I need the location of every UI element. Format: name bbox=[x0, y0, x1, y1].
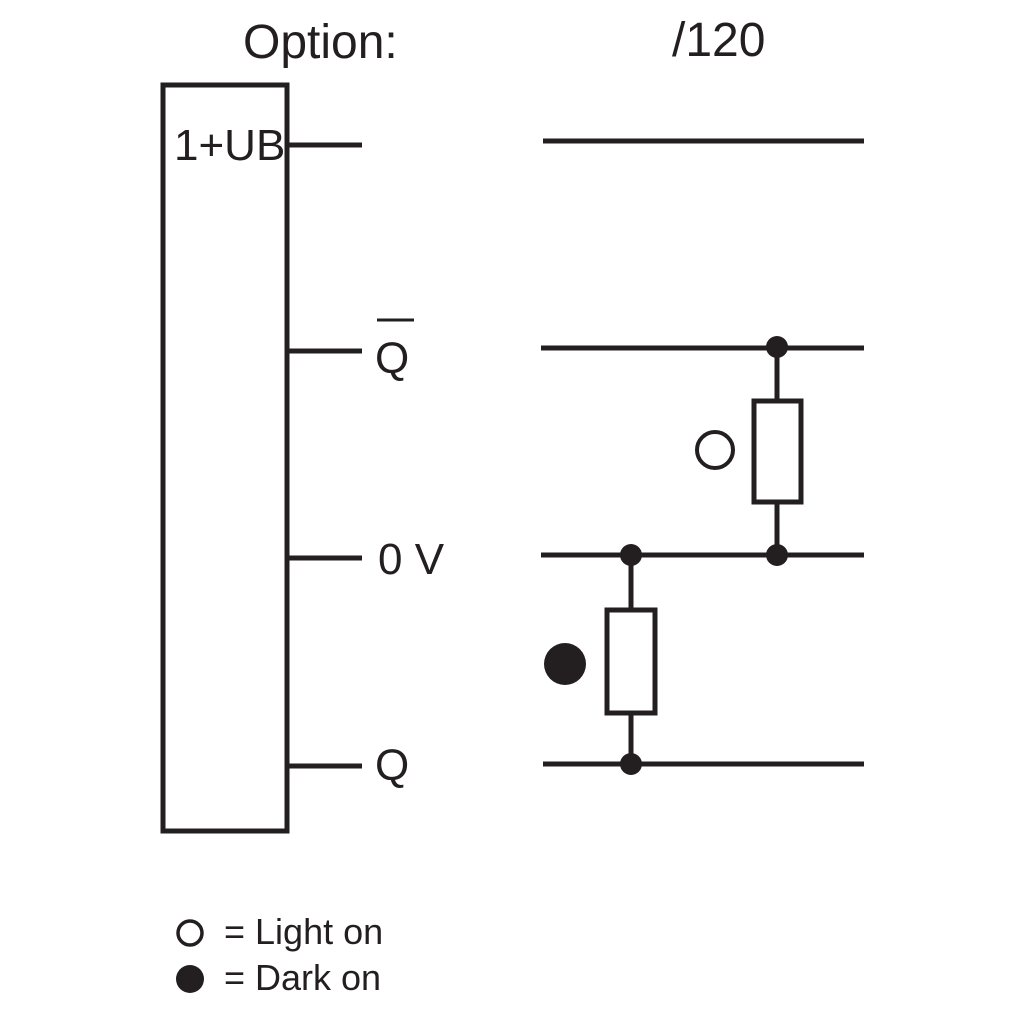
junction-dot bbox=[766, 336, 788, 358]
terminal-label-0v: 0 V bbox=[378, 535, 445, 584]
load-resistor-upper bbox=[751, 398, 804, 505]
light-on-symbol bbox=[695, 430, 735, 470]
terminal-label-q: Q bbox=[375, 741, 409, 790]
sensor-body bbox=[160, 82, 290, 834]
junction-dot bbox=[766, 544, 788, 566]
dark-on-symbol bbox=[544, 643, 586, 685]
legend-light-on-icon bbox=[176, 919, 204, 947]
junction-dot bbox=[620, 753, 642, 775]
legend-dark-on-icon bbox=[176, 965, 204, 993]
option-label: Option: bbox=[243, 16, 398, 69]
legend-light-on-text: = Light on bbox=[224, 911, 383, 952]
option-value: /120 bbox=[672, 14, 765, 67]
terminal-label-q-bar: Q bbox=[375, 334, 409, 383]
legend-dark-on-text: = Dark on bbox=[224, 957, 381, 998]
load-resistor-lower bbox=[604, 607, 658, 716]
terminal-label-ub: 1+UB bbox=[174, 121, 285, 170]
junction-dot bbox=[620, 544, 642, 566]
